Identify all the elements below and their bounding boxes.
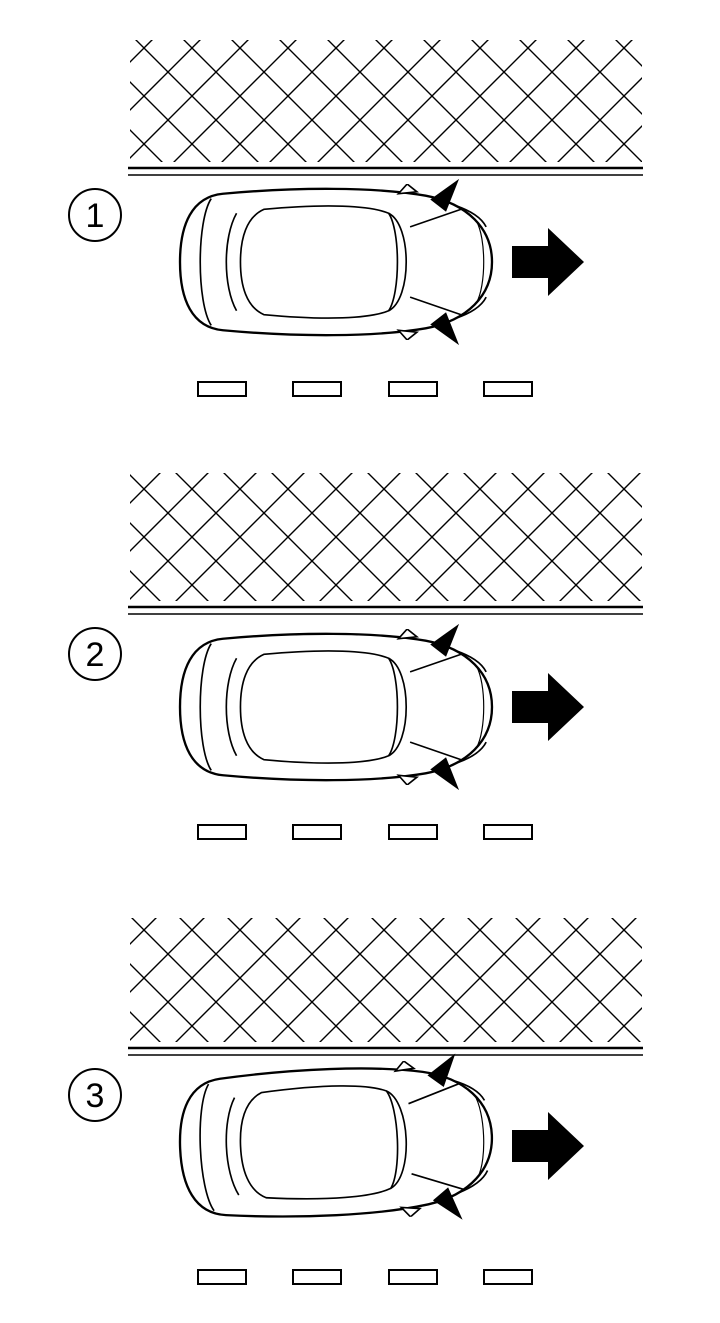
panel-1-canvas: 1 xyxy=(68,40,643,397)
lane-dash xyxy=(388,824,438,840)
lane-dash xyxy=(483,381,533,397)
car-group xyxy=(178,172,494,352)
lane-dash xyxy=(292,381,342,397)
wall-hatch xyxy=(130,918,642,1042)
step-badge: 1 xyxy=(68,188,122,242)
panel-3: 3 xyxy=(0,882,720,1323)
step-number: 1 xyxy=(86,197,105,235)
car-group xyxy=(175,1047,497,1228)
direction-arrow-right-icon xyxy=(512,1112,584,1180)
step-badge-circle xyxy=(68,627,122,681)
lane-dashes xyxy=(197,824,533,840)
lane-dash xyxy=(197,381,247,397)
lane-dashes xyxy=(197,1269,533,1285)
step-badge: 3 xyxy=(68,1068,122,1122)
lane-dash xyxy=(197,824,247,840)
step-number: 3 xyxy=(86,1077,105,1115)
lane-dash xyxy=(388,1269,438,1285)
wall-hatch xyxy=(130,473,642,601)
lane-dash xyxy=(292,824,342,840)
step-badge-circle xyxy=(68,1068,122,1122)
lane-dash xyxy=(388,381,438,397)
lane-dash xyxy=(292,1269,342,1285)
step-badge: 2 xyxy=(68,627,122,681)
direction-arrow-right-icon xyxy=(512,673,584,741)
lane-dashes xyxy=(197,381,533,397)
step-badge-circle xyxy=(68,188,122,242)
step-number: 2 xyxy=(86,636,105,674)
panel-3-canvas: 3 xyxy=(68,918,643,1285)
wall-hatch xyxy=(130,40,642,162)
panel-2: 2 xyxy=(0,441,720,882)
lane-dash xyxy=(483,1269,533,1285)
lane-dash xyxy=(483,824,533,840)
panel-1: 1 xyxy=(0,0,720,441)
direction-arrow-right-icon xyxy=(512,228,584,296)
panel-2-canvas: 2 xyxy=(68,473,643,840)
car-group xyxy=(178,617,494,797)
lane-dash xyxy=(197,1269,247,1285)
